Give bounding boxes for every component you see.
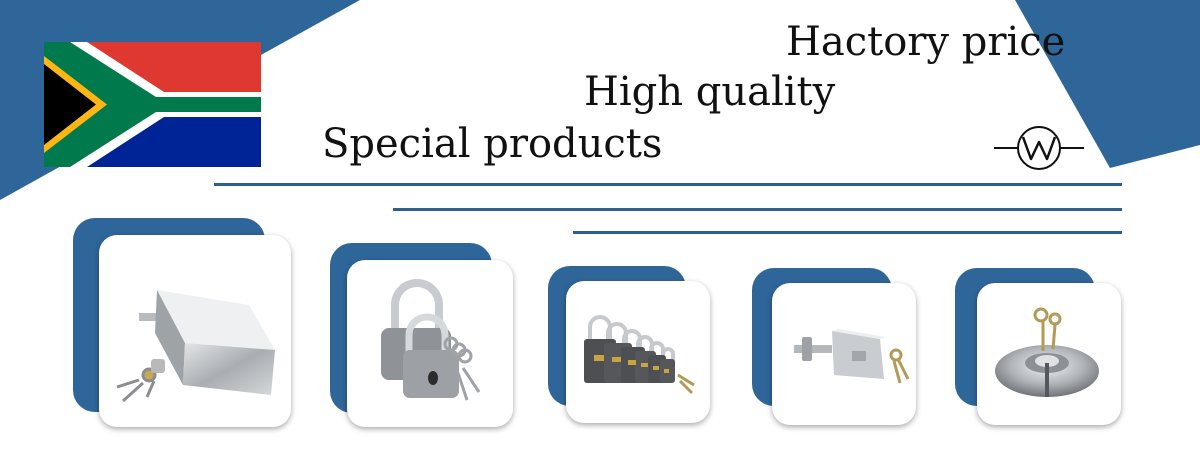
divider-line-2 [393, 208, 1122, 211]
product-card-padlock-set[interactable] [566, 281, 710, 423]
product-card-box-lock[interactable] [99, 235, 291, 427]
w-logo [994, 126, 1084, 170]
product-card-disc-lock[interactable] [977, 283, 1121, 425]
headline-special-products: Special products [322, 121, 663, 167]
divider-line-1 [214, 183, 1122, 186]
headline-high-quality: High quality [584, 69, 836, 115]
padlock-icon [381, 279, 481, 401]
box-lock-icon [116, 290, 275, 403]
south-africa-flag [44, 42, 261, 167]
product-card-padlock[interactable] [347, 260, 513, 427]
divider-line-3 [573, 231, 1122, 234]
product-card-bolt-lock[interactable] [772, 283, 916, 425]
padlock-set-icon [584, 315, 695, 395]
headline-factory-price: Hactory price [786, 19, 1066, 65]
disc-lock-icon [995, 307, 1099, 397]
bolt-lock-icon [794, 329, 910, 384]
